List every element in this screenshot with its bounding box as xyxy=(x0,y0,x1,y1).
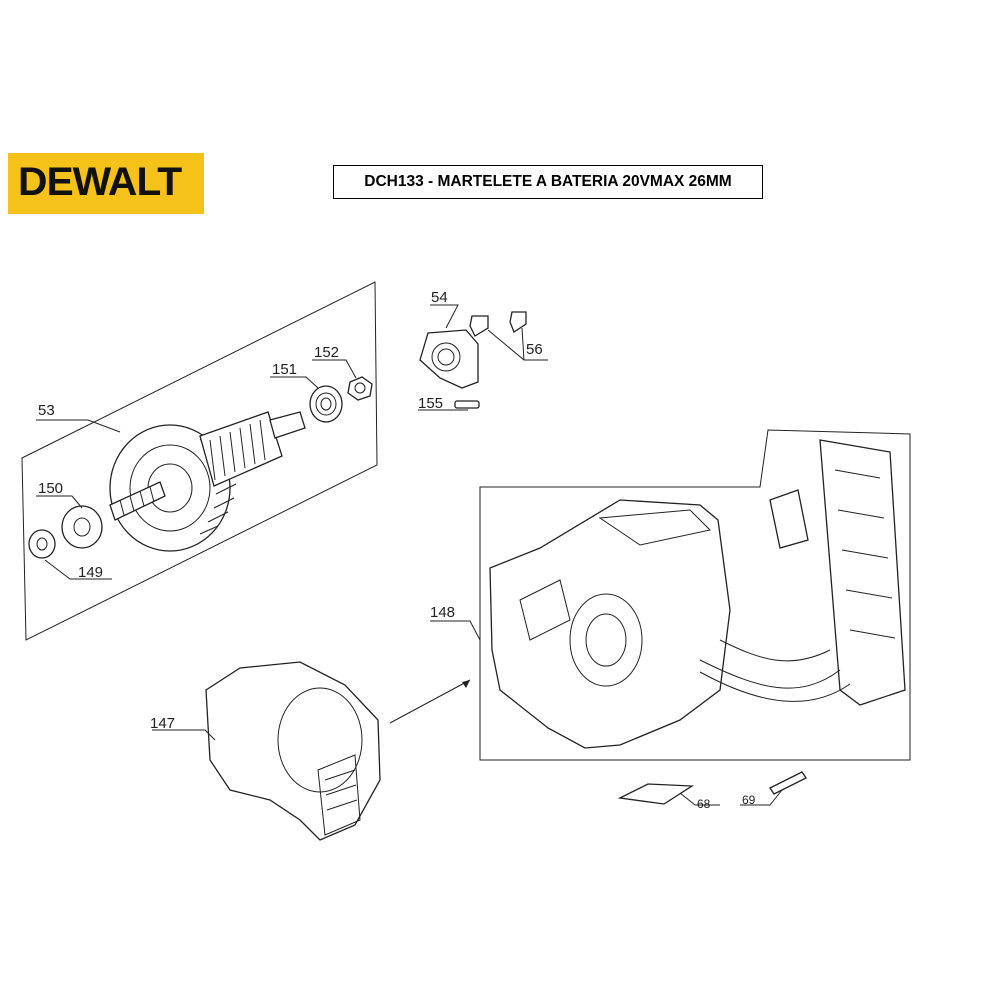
armature-group-frame xyxy=(21,281,378,641)
brush-holder-54 xyxy=(419,329,479,389)
clip-155 xyxy=(454,400,480,409)
label-sticker-69 xyxy=(769,771,807,795)
stator-group-frame xyxy=(479,429,911,761)
screws-56 xyxy=(469,311,527,337)
label-sticker-68 xyxy=(617,783,695,805)
part-label-155: 155 xyxy=(418,395,443,412)
title-box: DCH133 - MARTELETE A BATERIA 20VMAX 26MM xyxy=(333,165,763,199)
part-label-53: 53 xyxy=(38,402,55,419)
armature-part xyxy=(109,411,306,552)
part-label-68: 68 xyxy=(697,797,711,811)
part-label-56: 56 xyxy=(526,341,543,358)
bearing-151 xyxy=(309,385,343,423)
bearing-150 xyxy=(61,505,103,549)
nut-152 xyxy=(347,376,373,401)
part-label-149: 149 xyxy=(78,564,103,581)
part-label-148: 148 xyxy=(430,604,455,621)
part-label-69: 69 xyxy=(742,793,756,807)
dewalt-logo: DEWALT xyxy=(8,153,204,214)
baffle-147 xyxy=(205,661,381,841)
logo-text: DEWALT xyxy=(18,160,182,204)
part-label-152: 152 xyxy=(314,344,339,361)
part-label-147: 147 xyxy=(150,715,175,732)
stator-housing-148 xyxy=(489,499,731,749)
washer-149 xyxy=(28,529,56,559)
page-title: DCH133 - MARTELETE A BATERIA 20VMAX 26MM xyxy=(364,173,732,190)
part-label-151: 151 xyxy=(272,361,297,378)
switch-board xyxy=(769,439,906,706)
part-label-54: 54 xyxy=(431,289,448,306)
part-label-150: 150 xyxy=(38,480,63,497)
